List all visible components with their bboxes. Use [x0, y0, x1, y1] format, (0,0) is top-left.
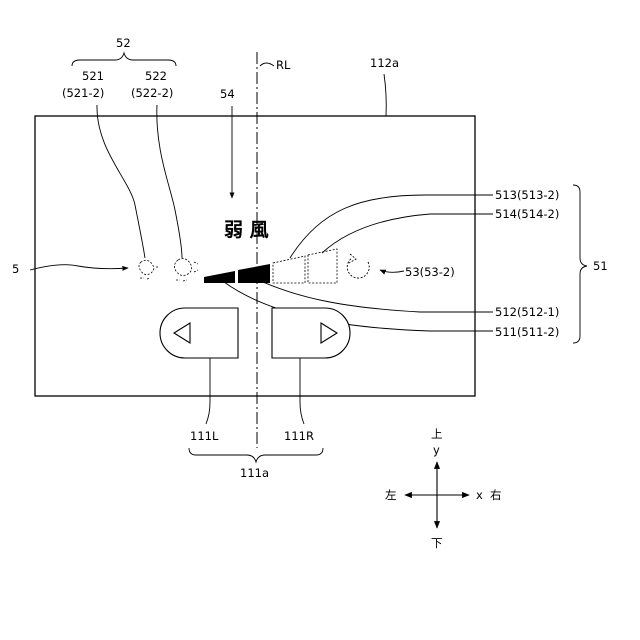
label-513: 513(513-2) — [495, 188, 559, 202]
wind-puff-icon-522 — [174, 259, 198, 281]
label-521-2: (521-2) — [62, 86, 104, 100]
brace-52 — [72, 53, 176, 66]
label-511: 511(511-2) — [495, 325, 559, 339]
brace-111a — [189, 448, 323, 462]
label-53: 53(53-2) — [405, 265, 455, 279]
label-521: 521 — [82, 69, 104, 83]
wind-level-segment-511 — [204, 271, 235, 283]
wind-level-segment-512 — [238, 264, 270, 283]
axis-x-label: x — [476, 488, 483, 502]
wind-puff-icon-521 — [139, 260, 159, 279]
label-111r: 111R — [284, 429, 314, 443]
leader-522 — [157, 105, 182, 258]
wind-strength-text: 弱 風 — [224, 219, 269, 241]
label-111l: 111L — [190, 429, 219, 443]
label-522: 522 — [145, 69, 167, 83]
wind-level-segment-514 — [308, 249, 337, 283]
leader-111r — [300, 358, 304, 424]
leader-514 — [322, 214, 493, 253]
label-514: 514(514-2) — [495, 207, 559, 221]
label-112a: 112a — [370, 56, 399, 70]
label-111a: 111a — [240, 466, 269, 480]
leader-5 — [30, 265, 128, 270]
right-button-111r[interactable] — [272, 308, 350, 358]
leader-111l — [206, 358, 210, 424]
axis-left-label: 左 — [385, 488, 397, 502]
wind-level-segment-513 — [273, 256, 305, 283]
label-54: 54 — [220, 87, 235, 101]
axis-up-label: 上 — [431, 427, 443, 441]
left-button-111l[interactable] — [160, 308, 238, 358]
swirl-icon-53 — [347, 254, 369, 278]
leader-112a — [384, 74, 386, 116]
leader-53 — [380, 270, 404, 272]
axis-right-label: 右 — [490, 488, 502, 502]
display-panel — [35, 116, 475, 396]
leader-512 — [252, 277, 493, 312]
axis-down-label: 下 — [431, 536, 443, 550]
label-5: 5 — [12, 262, 19, 276]
label-rl: RL — [276, 58, 291, 72]
label-52: 52 — [116, 36, 131, 50]
label-512: 512(512-1) — [495, 305, 559, 319]
leader-513 — [290, 195, 493, 258]
label-522-2: (522-2) — [131, 86, 173, 100]
rl-leader — [260, 63, 274, 66]
label-51: 51 — [593, 259, 608, 273]
axis-y-label: y — [433, 443, 440, 457]
brace-51 — [573, 185, 587, 343]
leader-521 — [97, 105, 145, 258]
